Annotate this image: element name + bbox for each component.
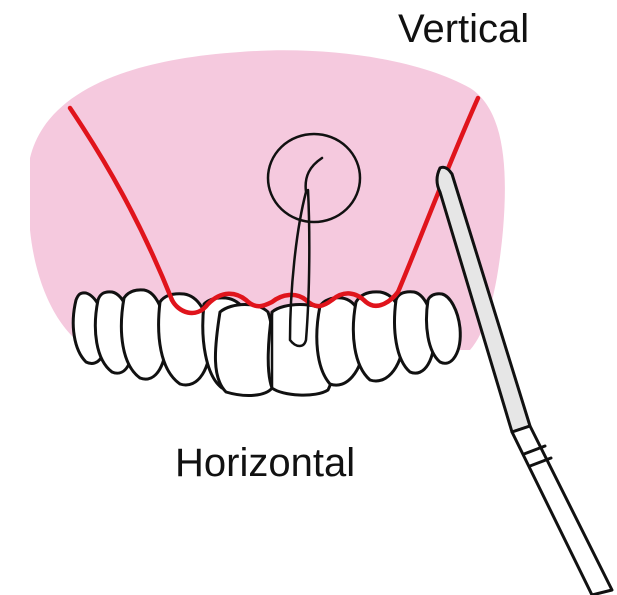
label-vertical-incision: Vertical: [398, 9, 529, 49]
tooth-left-central-incisor: [215, 305, 274, 396]
scalpel: [437, 167, 612, 595]
label-horizontal-incision: Horizontal: [175, 443, 355, 483]
